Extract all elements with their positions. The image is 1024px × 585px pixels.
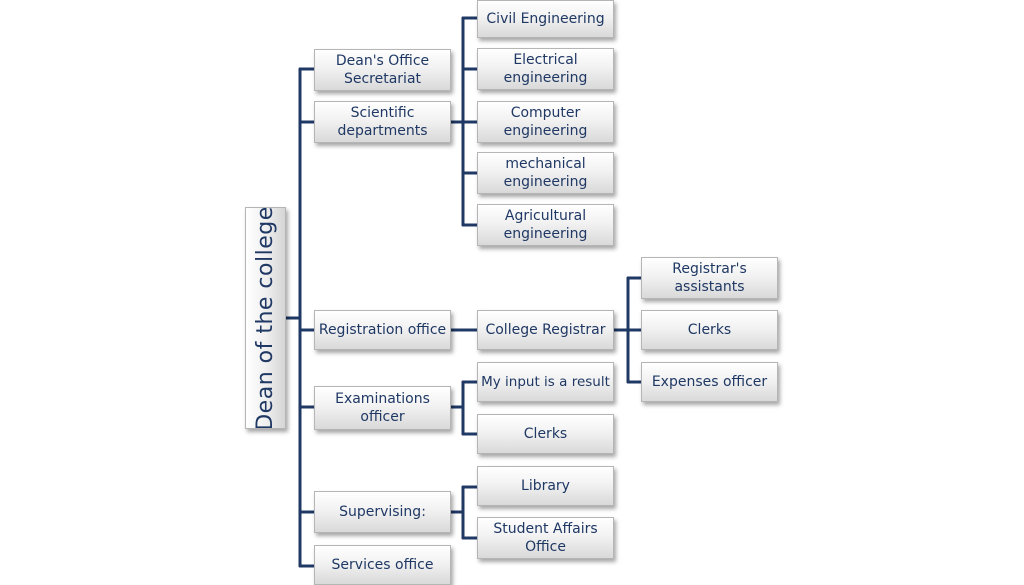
dean-of-college-label: Dean of the college xyxy=(253,207,279,429)
deans-office-secretariat-box: Dean's Office Secretariat xyxy=(314,49,451,91)
civil-engineering-box: Civil Engineering xyxy=(477,0,614,38)
electrical-engineering-box: Electrical engineering xyxy=(477,48,614,90)
supervising-box: Supervising: xyxy=(314,491,451,533)
expenses-officer-box: Expenses officer xyxy=(641,362,778,402)
college-registrar-box: College Registrar xyxy=(477,310,614,350)
registration-clerks-box: Clerks xyxy=(641,310,778,350)
registrars-assistants-box: Registrar's assistants xyxy=(641,257,778,299)
examinations-officer-box: Examinations officer xyxy=(314,386,451,430)
computer-engineering-box: Computer engineering xyxy=(477,101,614,143)
agricultural-engineering-box: Agricultural engineering xyxy=(477,204,614,246)
dean-of-college-box: Dean of the college xyxy=(245,207,286,429)
registration-office-box: Registration office xyxy=(314,310,451,350)
mechanical-engineering-box: mechanical engineering xyxy=(477,152,614,194)
library-box: Library xyxy=(477,466,614,506)
services-office-box: Services office xyxy=(314,545,451,585)
input-result-box: My input is a result xyxy=(477,362,614,402)
scientific-departments-box: Scientific departments xyxy=(314,101,451,143)
examinations-clerks-box: Clerks xyxy=(477,414,614,454)
student-affairs-office-box: Student Affairs Office xyxy=(477,517,614,559)
